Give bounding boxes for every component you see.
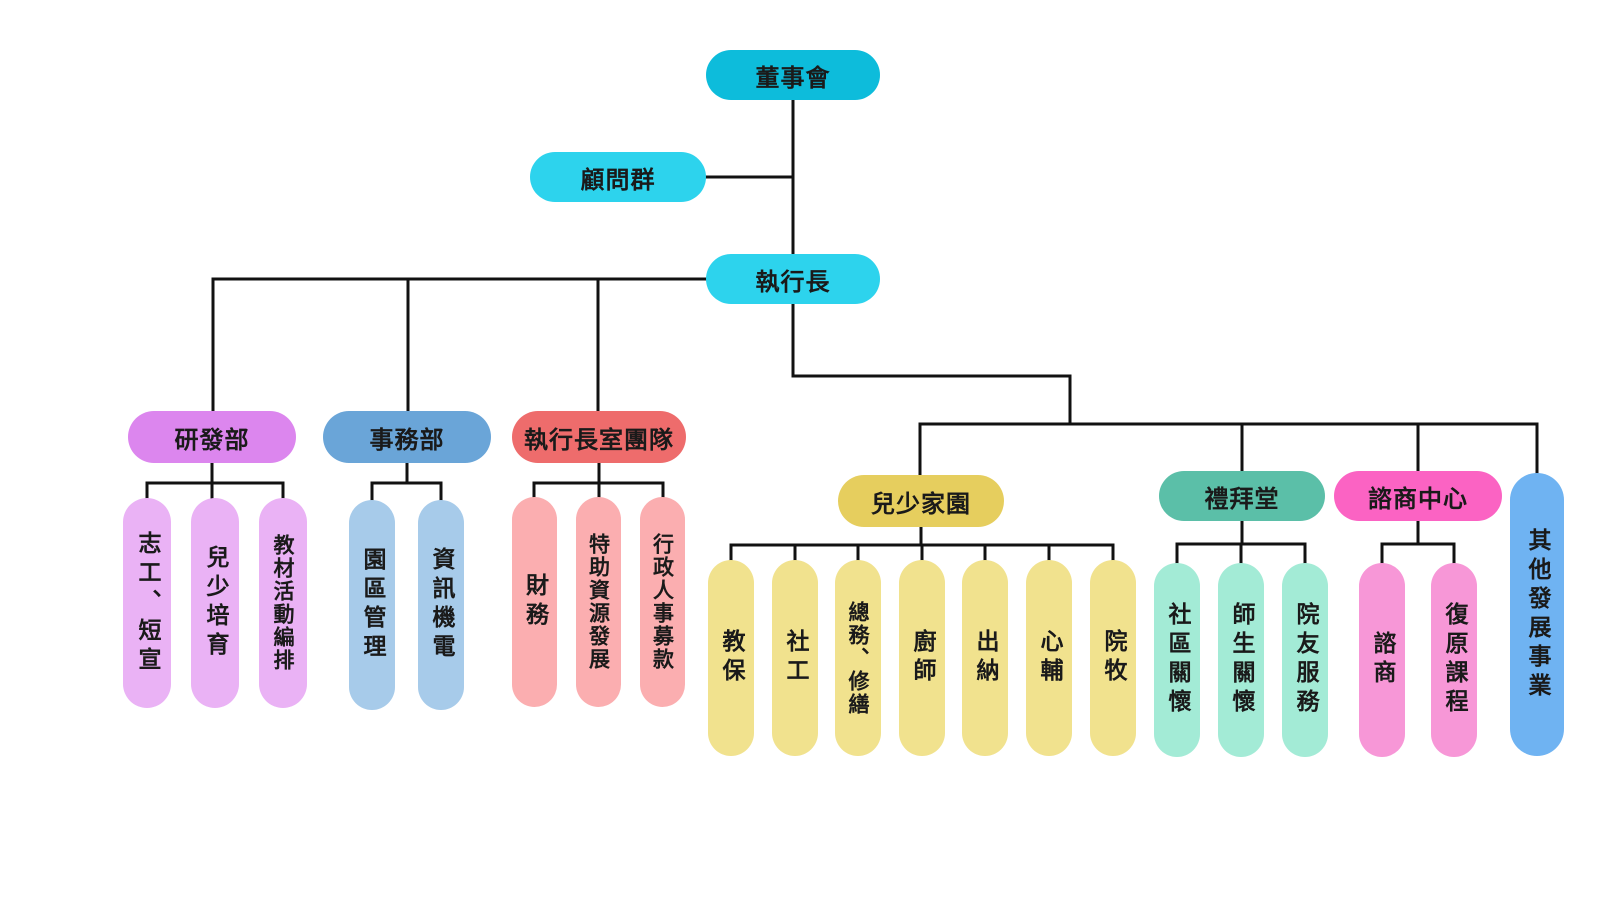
node-affairs-child-1: 園區管理 bbox=[349, 500, 395, 710]
node-office-child-3: 行政人事募款 bbox=[640, 497, 685, 707]
node-counsel: 諮商中心 bbox=[1334, 471, 1502, 521]
node-counsel-child-1: 諮商 bbox=[1359, 563, 1405, 757]
node-office: 執行長室團隊 bbox=[512, 411, 686, 463]
node-home-child-7: 院牧 bbox=[1090, 560, 1136, 756]
node-rd-child-2: 兒少培育 bbox=[191, 498, 239, 708]
node-chapel: 禮拜堂 bbox=[1159, 471, 1325, 521]
node-chapel-child-2: 師生關懷 bbox=[1218, 563, 1264, 757]
node-office-child-2: 特助資源發展 bbox=[576, 497, 621, 707]
node-home-child-4: 廚師 bbox=[899, 560, 945, 756]
node-home-child-1: 教保 bbox=[708, 560, 754, 756]
node-home-child-5: 出納 bbox=[962, 560, 1008, 756]
node-rd: 研發部 bbox=[128, 411, 296, 463]
node-home: 兒少家園 bbox=[838, 475, 1004, 527]
node-chapel-child-1: 社區關懷 bbox=[1154, 563, 1200, 757]
node-affairs: 事務部 bbox=[323, 411, 491, 463]
node-rd-child-1: 志工、短宣 bbox=[123, 498, 171, 708]
node-home-child-3: 總務、修繕 bbox=[835, 560, 881, 756]
node-other: 其他發展事業 bbox=[1510, 473, 1564, 756]
node-home-child-6: 心輔 bbox=[1026, 560, 1072, 756]
node-advisors: 顧問群 bbox=[530, 152, 706, 202]
node-counsel-child-2: 復原課程 bbox=[1431, 563, 1477, 757]
node-ceo: 執行長 bbox=[706, 254, 880, 304]
node-rd-child-3: 教材活動編排 bbox=[259, 498, 307, 708]
node-home-child-2: 社工 bbox=[772, 560, 818, 756]
node-affairs-child-2: 資訊機電 bbox=[418, 500, 464, 710]
node-board: 董事會 bbox=[706, 50, 880, 100]
node-chapel-child-3: 院友服務 bbox=[1282, 563, 1328, 757]
node-office-child-1: 財務 bbox=[512, 497, 557, 707]
